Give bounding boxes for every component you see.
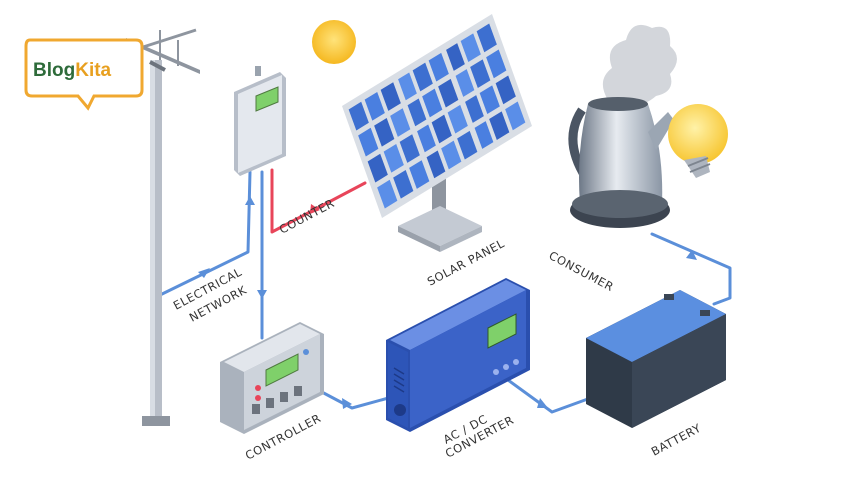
label-counter: COUNTER bbox=[277, 196, 337, 237]
panel-cell bbox=[377, 179, 398, 209]
solar-red-line bbox=[270, 168, 367, 234]
panel-cell bbox=[398, 72, 417, 101]
battery-kettle-line bbox=[650, 232, 732, 306]
panel-cell bbox=[474, 121, 494, 149]
panel-cell bbox=[422, 88, 443, 118]
arrow-counter-up bbox=[245, 196, 255, 205]
panel-cell bbox=[465, 95, 484, 123]
sun-icon bbox=[312, 20, 356, 64]
light-bulb-icon bbox=[668, 104, 728, 178]
panel-cell bbox=[441, 140, 462, 170]
panel-cell bbox=[374, 117, 395, 147]
solar-panel bbox=[342, 14, 532, 252]
flow-arrows bbox=[152, 196, 697, 409]
panel-cell bbox=[399, 134, 420, 163]
counter-meter bbox=[234, 66, 286, 176]
panel-cell bbox=[505, 101, 526, 131]
panel-cell bbox=[479, 85, 500, 115]
panel-cell bbox=[380, 82, 401, 111]
arrow-network bbox=[198, 268, 210, 278]
power-pole-icon bbox=[126, 28, 200, 426]
panel-cell bbox=[460, 33, 481, 63]
kettle-icon bbox=[568, 24, 677, 228]
arrow-conv-batt bbox=[537, 398, 548, 408]
panel-cell bbox=[409, 160, 430, 189]
panel-cell bbox=[489, 111, 510, 141]
arrow-ctrl-conv bbox=[342, 398, 352, 409]
arrow-batt-kettle bbox=[686, 250, 697, 260]
battery bbox=[586, 290, 726, 428]
logo-bubble bbox=[24, 38, 144, 111]
panel-cell bbox=[390, 108, 411, 137]
ac-dc-converter bbox=[386, 278, 530, 432]
panel-cell bbox=[393, 169, 414, 199]
panel-cell bbox=[470, 59, 491, 89]
panel-cell bbox=[426, 150, 446, 179]
panel-cell bbox=[476, 23, 497, 53]
panel-cell bbox=[446, 43, 465, 71]
logo: BlogKita bbox=[24, 38, 144, 111]
panel-cell bbox=[348, 101, 369, 131]
converter-battery-line bbox=[506, 378, 598, 414]
panel-cell bbox=[364, 91, 385, 121]
panel-cell bbox=[383, 143, 404, 173]
panel-cell bbox=[358, 127, 379, 157]
arrow-solar bbox=[310, 204, 320, 214]
logo-part2: Kita bbox=[75, 60, 111, 81]
logo-part1: Blog bbox=[33, 60, 75, 81]
controller-converter-line bbox=[316, 388, 394, 410]
panel-cell bbox=[447, 104, 468, 134]
panel-cell bbox=[431, 114, 452, 144]
panel-cell bbox=[417, 124, 436, 153]
panel-cell bbox=[407, 98, 427, 127]
svg-text:BlogKita: BlogKita bbox=[33, 60, 112, 81]
label-battery: BATTERY bbox=[649, 421, 704, 459]
panel-cell bbox=[367, 153, 388, 183]
panel-cell bbox=[412, 62, 433, 92]
panel-cell bbox=[438, 78, 459, 108]
label-consumer: CONSUMER bbox=[547, 248, 617, 294]
panel-cell bbox=[486, 49, 507, 79]
controller bbox=[220, 322, 324, 434]
panel-cell bbox=[457, 130, 478, 160]
panel-cell bbox=[428, 52, 449, 82]
arrow-controller-down bbox=[257, 290, 267, 299]
panel-cell bbox=[455, 69, 475, 97]
panel-cell bbox=[495, 75, 516, 105]
